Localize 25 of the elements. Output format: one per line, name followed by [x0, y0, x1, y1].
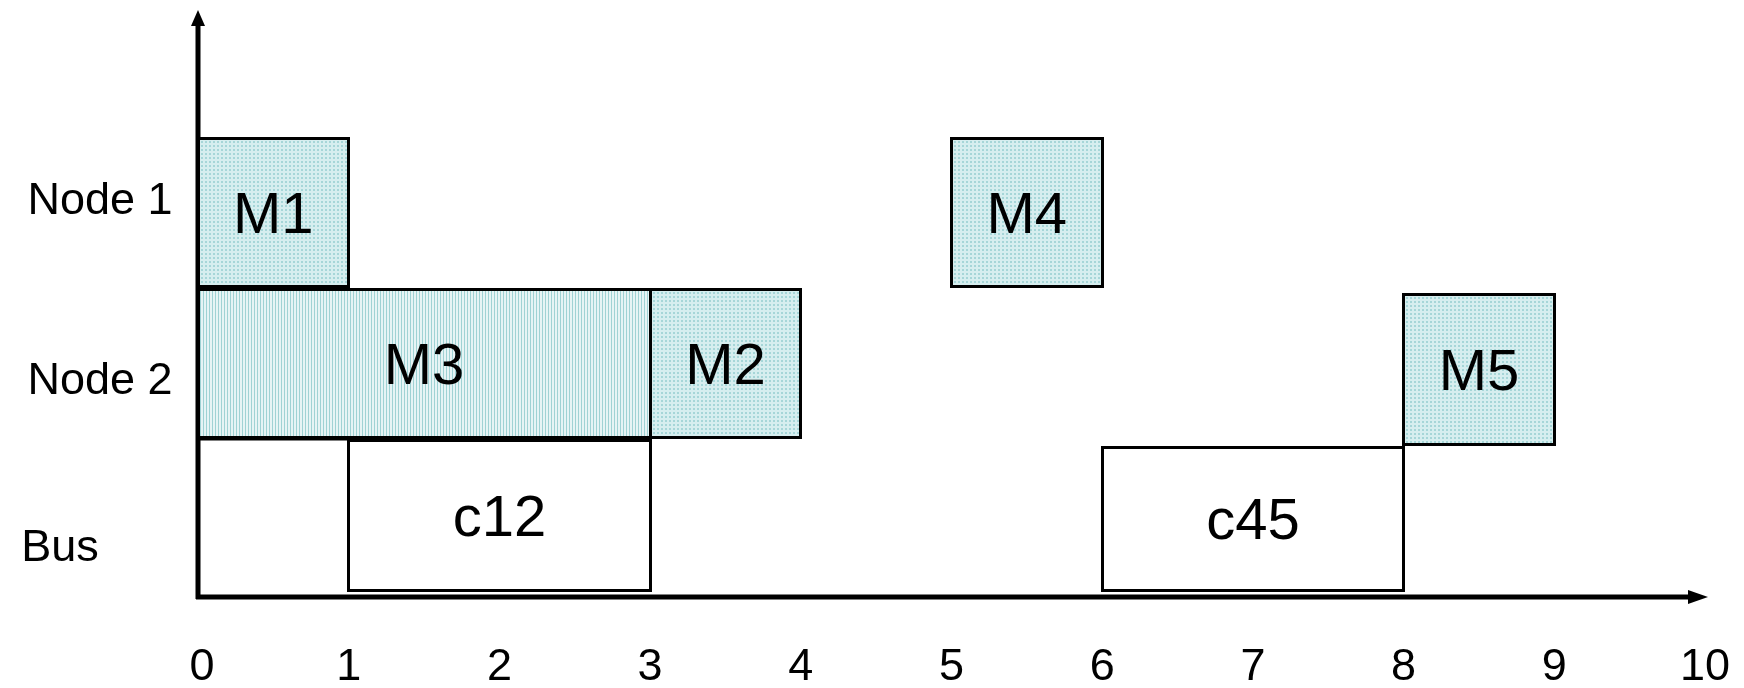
- axis-tick-label: 8: [1391, 641, 1417, 687]
- axis-tick-label: 3: [637, 641, 663, 687]
- axis-tick-label: 6: [1089, 641, 1115, 687]
- bus-transfer-block: [347, 439, 652, 592]
- row-label: Bus: [21, 522, 99, 568]
- row-label: Node 1: [27, 175, 173, 221]
- axis-tick-label: 9: [1541, 641, 1567, 687]
- block-label: M3: [383, 334, 465, 393]
- block-label: M4: [986, 183, 1068, 242]
- axis-tick-label: 10: [1679, 641, 1731, 687]
- block-label: M1: [233, 183, 314, 242]
- bus-transfer-block: [1100, 446, 1406, 592]
- axis-tick-label: 0: [189, 641, 215, 687]
- row-label: Node 2: [27, 355, 173, 401]
- block-label: M5: [1438, 340, 1520, 399]
- axis-tick-label: 7: [1240, 641, 1266, 687]
- message-block: [950, 137, 1104, 288]
- axis-tick-label: 2: [486, 641, 512, 687]
- axis-tick-label: 5: [939, 641, 964, 687]
- axis-tick-label: 1: [336, 641, 362, 687]
- block-label: c12: [452, 486, 547, 545]
- message-block: [1402, 293, 1556, 446]
- axis-tick-label: 4: [788, 641, 814, 687]
- block-label: c45: [1206, 490, 1300, 548]
- block-label: M2: [685, 334, 766, 393]
